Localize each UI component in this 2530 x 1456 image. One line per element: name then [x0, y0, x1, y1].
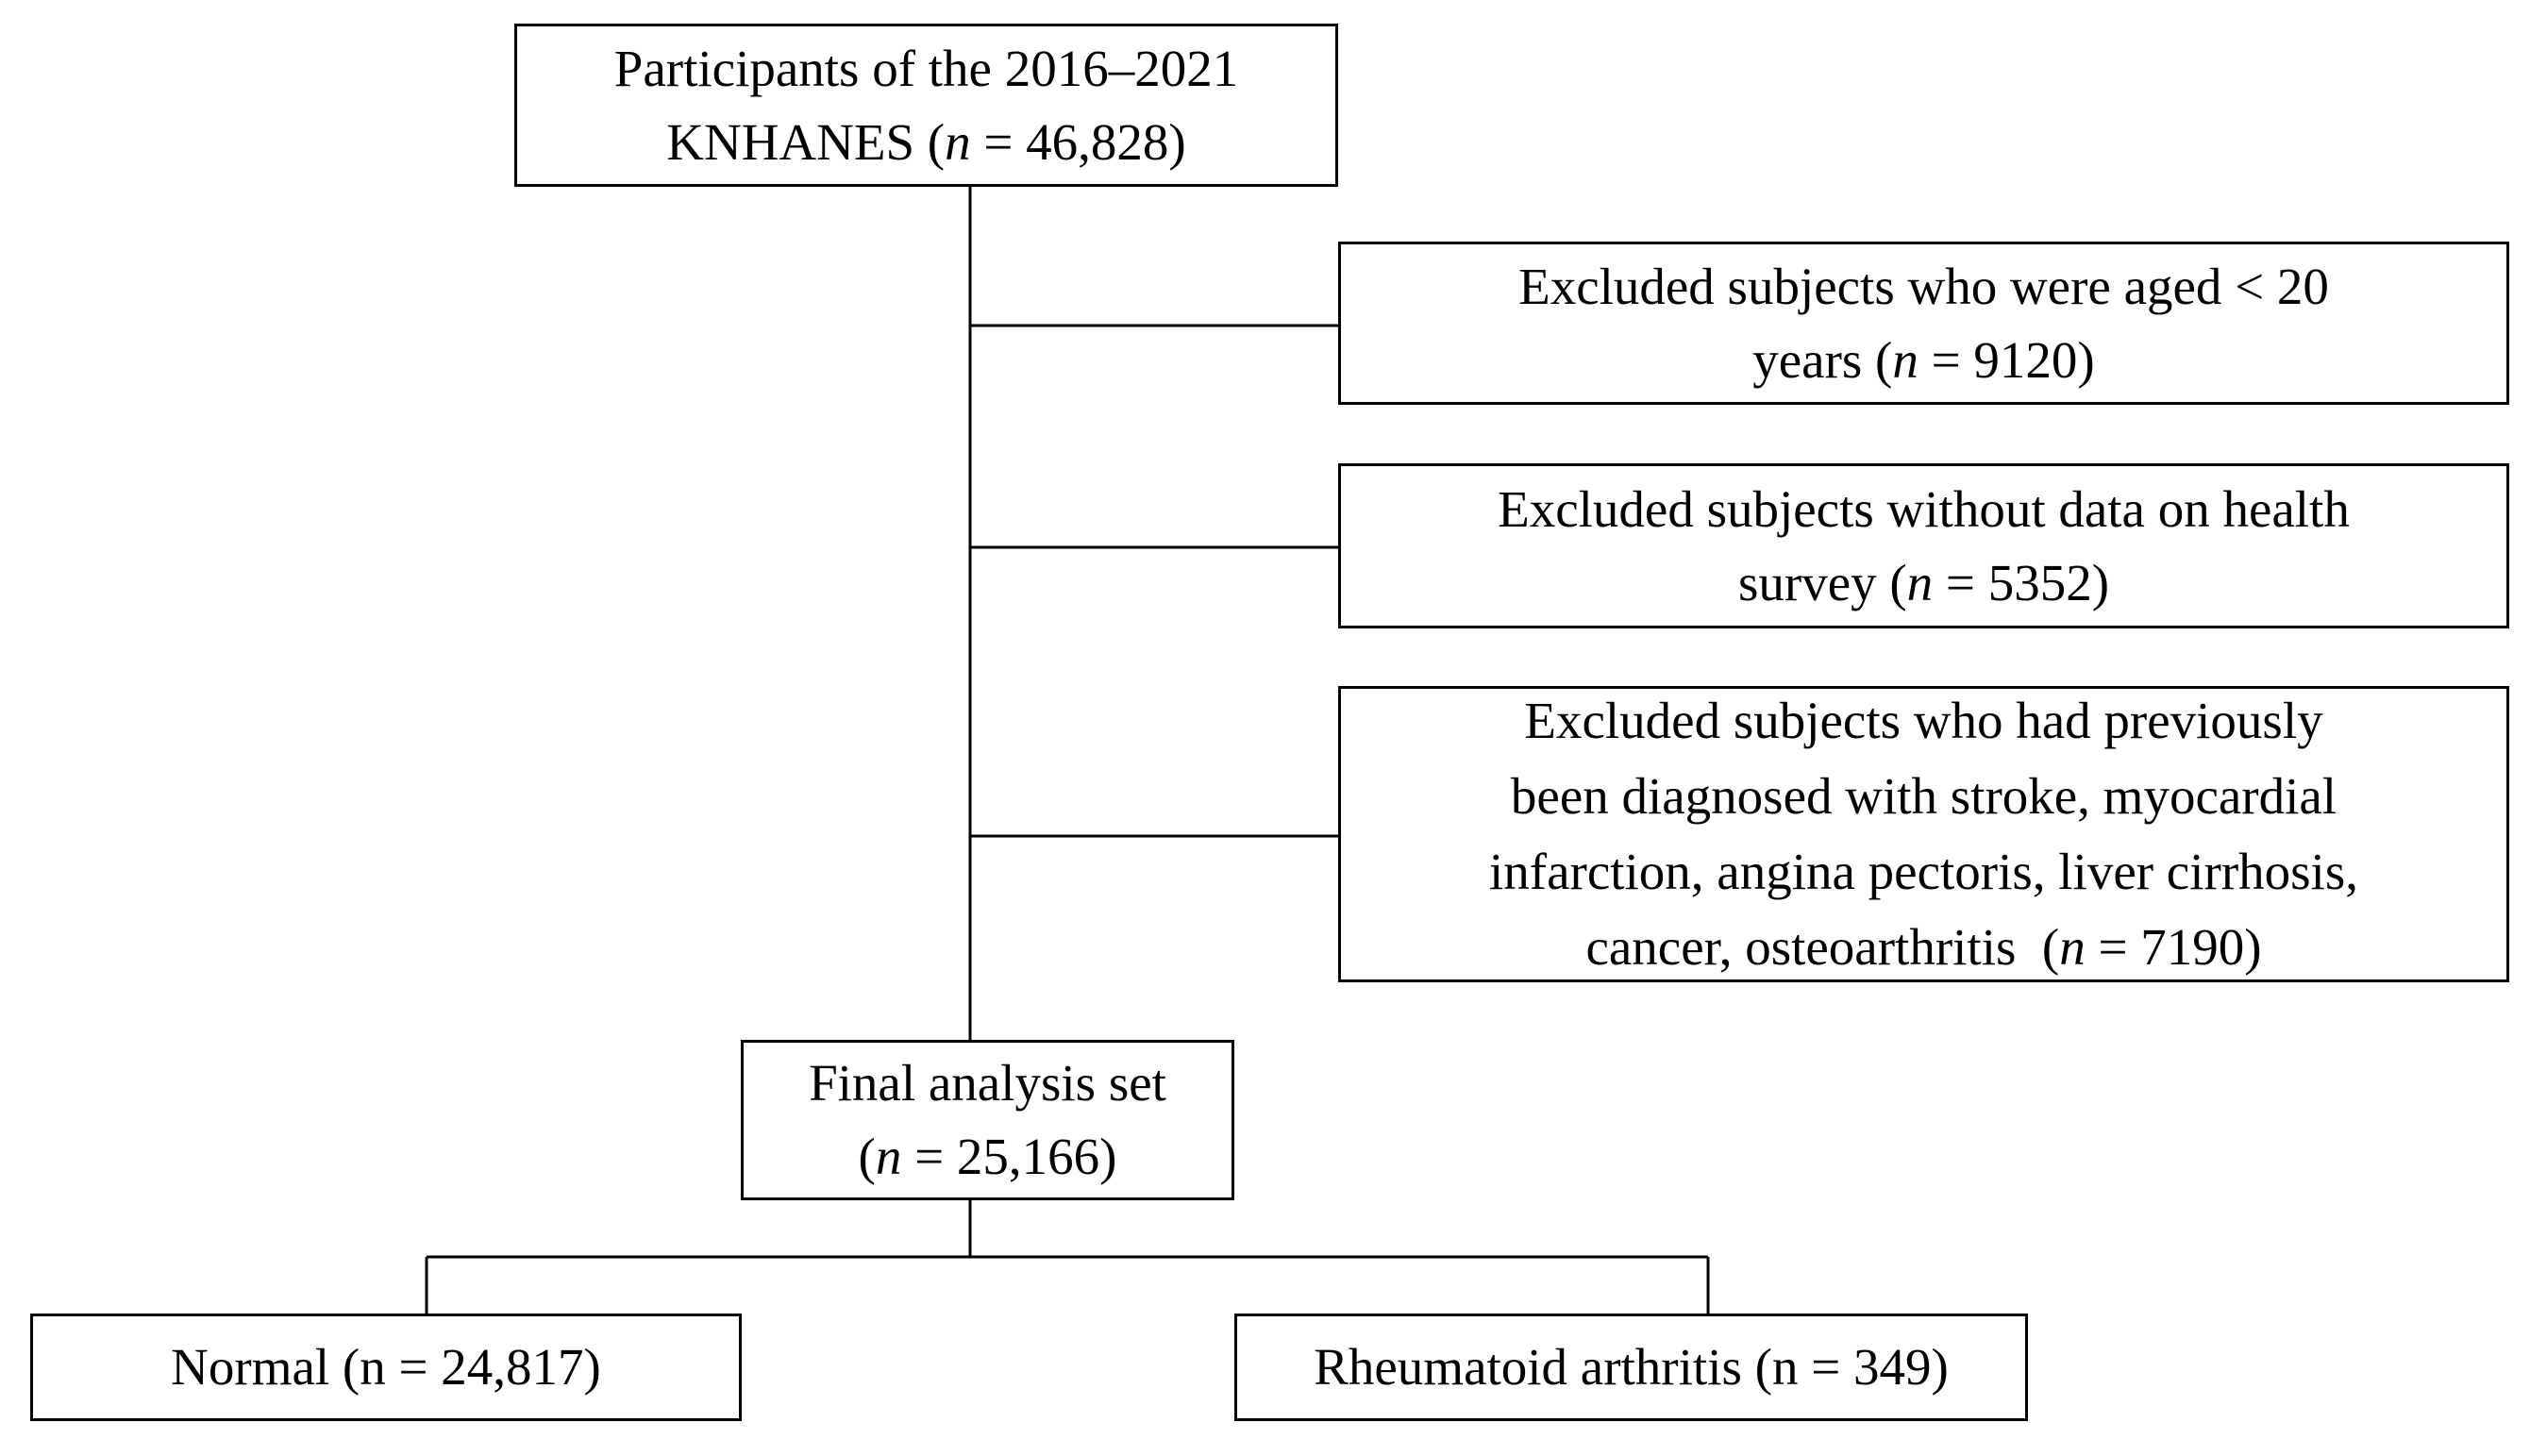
final-analysis-prefix: ( [858, 1128, 876, 1185]
final-analysis-line-1: Final analysis set [809, 1054, 1166, 1112]
exclusion-age-line-1: Excluded subjects who were aged < 20 [1518, 257, 2329, 315]
n-symbol: n [945, 112, 971, 171]
group-ra-label: Rheumatoid arthritis (n = 349) [1314, 1338, 1949, 1396]
exclusion-age-line-2: years (n = 9120) [1518, 324, 2329, 397]
exclusion-survey-prefix: survey ( [1737, 553, 1907, 611]
exclusion-disease-line-3: infarction, angina pectoris, liver cirrh… [1489, 843, 2358, 900]
exclusion-disease-line-4: cancer, osteoarthritis (n = 7190) [1489, 910, 2358, 985]
participants-box: Participants of the 2016–2021 KNHANES (n… [514, 24, 1338, 187]
exclusion-box-survey: Excluded subjects without data on health… [1338, 463, 2509, 628]
exclusion-age-prefix: years ( [1752, 330, 1893, 389]
n-symbol: n [2059, 918, 2086, 976]
n-symbol: n [1892, 330, 1918, 389]
group-box-normal: Normal (n = 24,817) [30, 1314, 742, 1421]
exclusion-survey-line-2: survey (n = 5352) [1498, 546, 2350, 620]
exclusion-box-age: Excluded subjects who were aged < 20 yea… [1338, 242, 2509, 405]
exclusion-box-disease: Excluded subjects who had previously bee… [1338, 686, 2509, 982]
exclusion-age-count: = 9120) [1918, 330, 2095, 389]
n-symbol: n [875, 1128, 902, 1185]
participants-prefix: KNHANES ( [666, 112, 946, 171]
participants-line-2: KNHANES (n = 46,828) [614, 106, 1238, 179]
exclusion-disease-line-1: Excluded subjects who had previously [1524, 692, 2323, 749]
final-analysis-line-2: (n = 25,166) [809, 1120, 1166, 1194]
final-analysis-box: Final analysis set (n = 25,166) [741, 1040, 1234, 1200]
group-box-rheumatoid-arthritis: Rheumatoid arthritis (n = 349) [1234, 1314, 2028, 1421]
exclusion-survey-count: = 5352) [1933, 553, 2110, 611]
exclusion-disease-prefix: cancer, osteoarthritis ( [1585, 918, 2060, 976]
group-normal-label: Normal (n = 24,817) [171, 1338, 601, 1396]
exclusion-disease-line-2: been diagnosed with stroke, myocardial [1510, 767, 2337, 825]
n-symbol: n [1906, 553, 1934, 611]
participants-line-1: Participants of the 2016–2021 [613, 39, 1239, 97]
participants-count: = 46,828) [970, 112, 1186, 171]
exclusion-disease-count: = 7190) [2085, 918, 2262, 976]
exclusion-survey-line-1: Excluded subjects without data on health [1498, 479, 2350, 538]
final-analysis-count: = 25,166) [901, 1128, 1117, 1185]
